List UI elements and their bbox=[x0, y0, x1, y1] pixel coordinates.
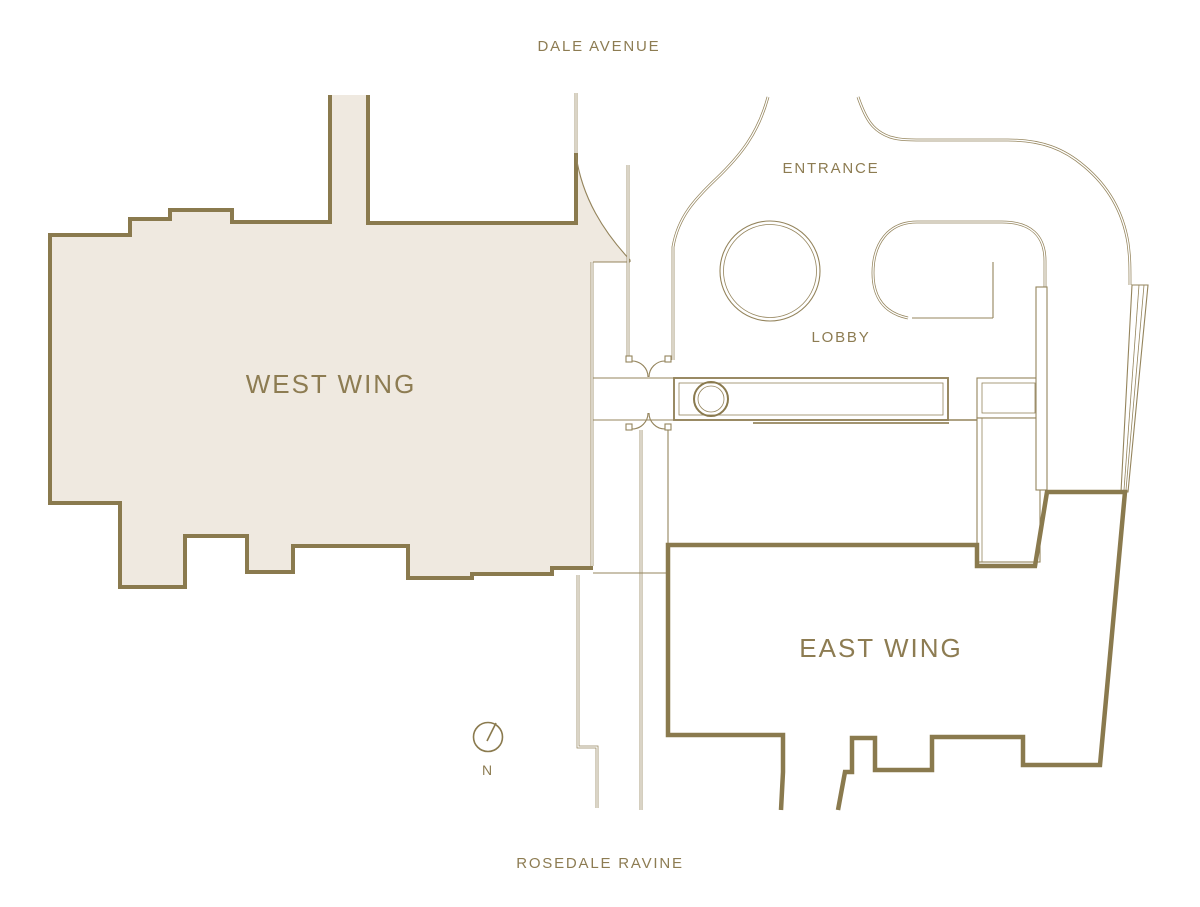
door-post-3 bbox=[625, 423, 633, 431]
compass-needle-icon bbox=[486, 722, 497, 742]
entrance-drive-east-curve-inner bbox=[857, 96, 1131, 286]
ramp-right-wedge bbox=[1120, 284, 1149, 493]
west-wing-fill bbox=[50, 95, 630, 587]
ramp-left-strip bbox=[1035, 286, 1048, 491]
door-leaf-lower-right bbox=[648, 412, 666, 430]
compass-circle bbox=[472, 721, 504, 753]
door-post-4 bbox=[664, 423, 672, 431]
drop-off-loop-inner-stroke bbox=[872, 221, 1046, 319]
label-rosedale-ravine: ROSEDALE RAVINE bbox=[516, 855, 684, 872]
door-post-1 bbox=[625, 355, 633, 363]
canopy bbox=[673, 377, 949, 424]
label-east-wing: EAST WING bbox=[799, 633, 962, 663]
ramp-wedge-line-1 bbox=[1123, 284, 1140, 491]
entrance-drive-west-curve bbox=[671, 96, 770, 360]
canopy-inner bbox=[678, 382, 944, 416]
east-annex bbox=[930, 377, 1041, 563]
annex-lower-rect bbox=[976, 417, 1041, 563]
entrance-circle-inner bbox=[723, 224, 817, 318]
north-compass: N bbox=[472, 721, 504, 778]
entrance-drive-west-curve-inner bbox=[672, 96, 769, 360]
door-leaf-upper-left bbox=[631, 360, 649, 378]
path-lines bbox=[574, 93, 1132, 810]
compass-north-label: N bbox=[482, 762, 492, 778]
east-wing-outline bbox=[665, 489, 1128, 811]
entrance-circle bbox=[719, 220, 821, 322]
entrance-drive-east-curve bbox=[856, 96, 1132, 286]
door-leaf-upper-right bbox=[648, 360, 666, 378]
label-entrance: ENTRANCE bbox=[783, 160, 880, 177]
label-west-wing: WEST WING bbox=[246, 369, 417, 399]
double-doors bbox=[625, 355, 672, 431]
label-lobby: LOBBY bbox=[811, 329, 870, 346]
entrance-circle-outer bbox=[719, 220, 821, 322]
ramp-wedge-line-2 bbox=[1125, 284, 1145, 491]
west-wing-outline bbox=[48, 95, 593, 589]
canopy-column-inner bbox=[697, 385, 725, 413]
drop-off-loop-inner-edge bbox=[912, 262, 994, 319]
door-leaf-lower-left bbox=[631, 412, 649, 430]
drop-off-loop bbox=[871, 220, 1047, 320]
west-wing-shape bbox=[48, 95, 631, 589]
annex-upper-rect-inner bbox=[981, 382, 1036, 414]
ramp-wedge bbox=[1035, 284, 1149, 493]
south-path-west bbox=[576, 575, 599, 808]
south-path-west-inner bbox=[577, 575, 598, 808]
canopy-column-outer bbox=[693, 381, 729, 417]
door-post-2 bbox=[664, 355, 672, 363]
label-dale-avenue: DALE AVENUE bbox=[538, 38, 661, 55]
